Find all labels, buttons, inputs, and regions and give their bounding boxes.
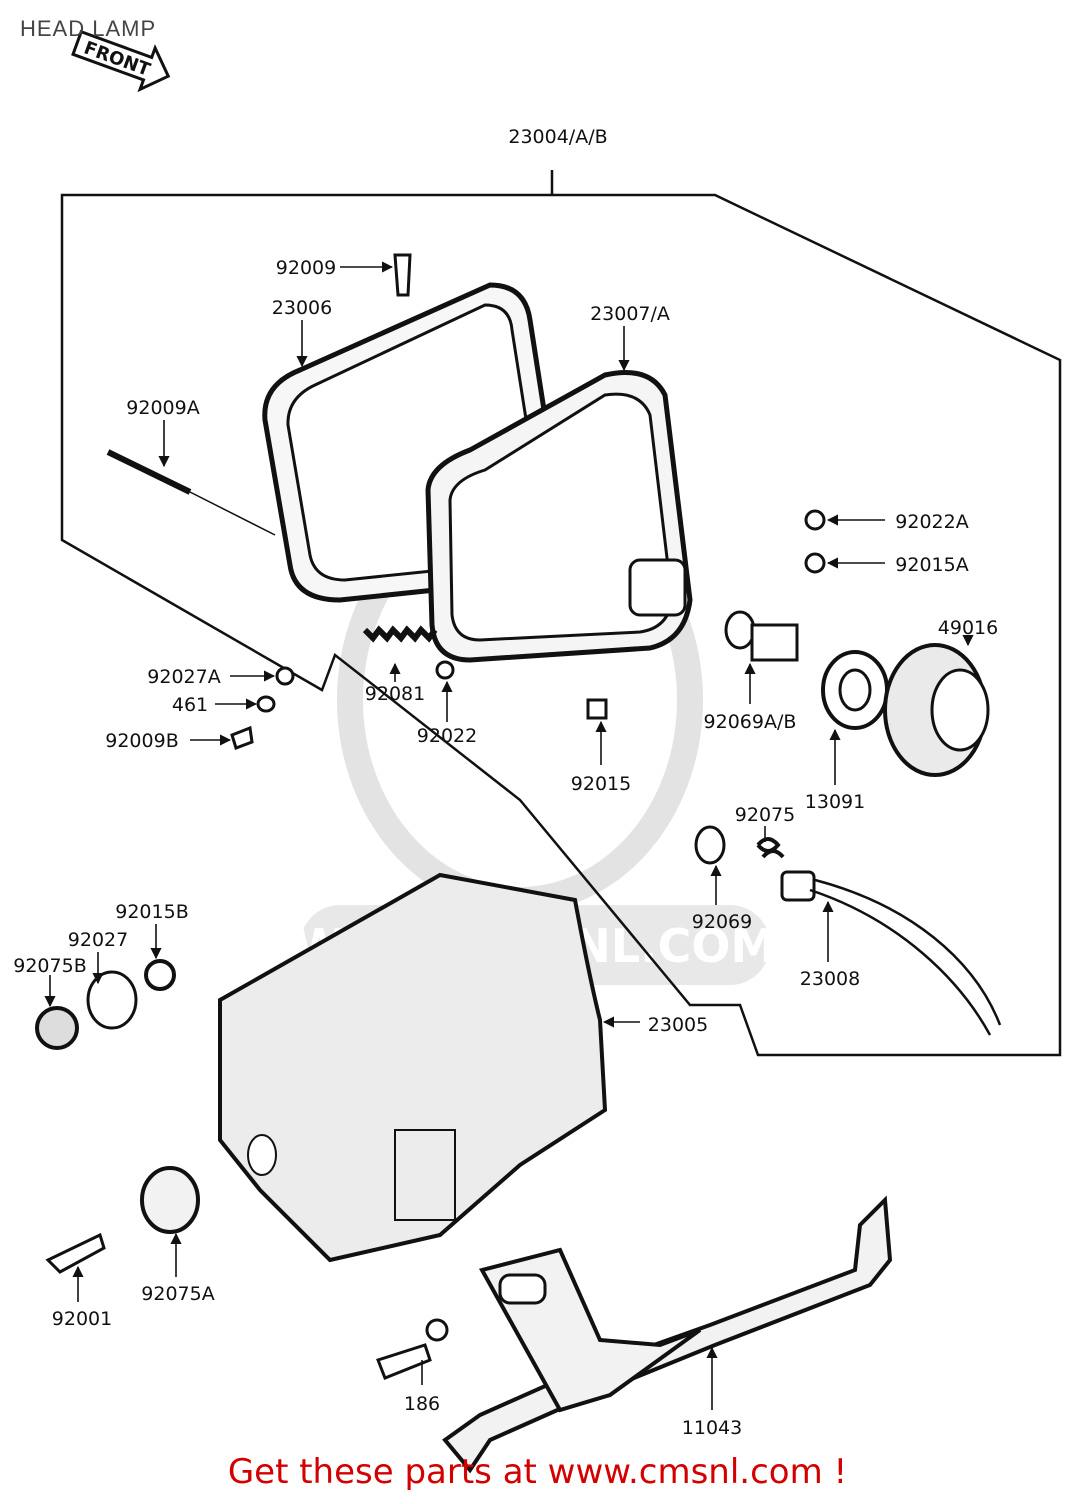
callout-92075: 92075 (735, 804, 795, 826)
nut-92015 (586, 698, 608, 720)
callout-92027a: 92027A (147, 666, 220, 688)
callout-92015a: 92015A (895, 554, 968, 576)
leader-lines (44, 261, 974, 1410)
screw-92009 (393, 253, 412, 297)
callout-92069: 92069 (692, 911, 752, 933)
spring-92081 (362, 625, 438, 643)
callout-92015b: 92015B (115, 901, 188, 923)
callout-92022: 92022 (417, 725, 477, 747)
callout-13091: 13091 (805, 791, 865, 813)
bulb-92069a-b (724, 610, 799, 662)
washer-461 (256, 695, 276, 713)
wire-23008 (780, 870, 1002, 1036)
callout-92027: 92027 (68, 929, 128, 951)
dust-cover-49016 (883, 643, 990, 777)
grommet-92027a (275, 666, 295, 686)
collar-92027 (86, 970, 138, 1030)
callout-92069a-b: 92069A/B (704, 711, 797, 733)
callout-92001: 92001 (52, 1308, 112, 1330)
page-title: HEAD LAMP (20, 16, 157, 41)
bulb-92069 (694, 825, 726, 865)
screw-92009b (230, 725, 254, 750)
bolt-186 (376, 1318, 449, 1380)
housing-23005 (218, 872, 608, 1263)
bracket-11043 (442, 1195, 893, 1474)
callout-92009b: 92009B (105, 730, 178, 752)
callout-92081: 92081 (365, 683, 425, 705)
nut-92022 (435, 660, 455, 680)
callout-92009: 92009 (276, 257, 336, 279)
screw-92009a (106, 449, 276, 536)
nut-92015b (144, 959, 176, 991)
nut-92022a (804, 509, 826, 531)
callout-23007-a: 23007/A (590, 303, 670, 325)
callout-23008: 23008 (800, 968, 860, 990)
callout-11043: 11043 (682, 1417, 742, 1439)
callout-23006: 23006 (272, 297, 332, 319)
callout-461: 461 (172, 694, 208, 716)
socket-13091 (821, 650, 889, 730)
nut-92015a (804, 552, 826, 574)
grommet-92075a (140, 1166, 200, 1234)
callout-23005: 23005 (648, 1014, 708, 1036)
callout-92075a: 92075A (141, 1283, 214, 1305)
callout-labels: 23004/A/B 92009 23006 23007/A 92009A 920… (13, 126, 998, 1439)
callout-92009a: 92009A (126, 397, 199, 419)
callout-186: 186 (404, 1393, 440, 1415)
headlamp-unit-23007 (425, 370, 693, 663)
callout-92022a: 92022A (895, 511, 968, 533)
footer-promo-text[interactable]: Get these parts at www.cmsnl.com ! (227, 1452, 848, 1492)
bolt-92001 (45, 1232, 106, 1274)
grommet-92075b (35, 1006, 79, 1050)
callout-23004-a-b: 23004/A/B (508, 126, 607, 148)
assembly-outline (60, 170, 1062, 1057)
spring-92075 (756, 837, 785, 859)
callout-92015: 92015 (571, 773, 631, 795)
callout-92075b: 92075B (13, 955, 86, 977)
callout-49016: 49016 (938, 617, 998, 639)
